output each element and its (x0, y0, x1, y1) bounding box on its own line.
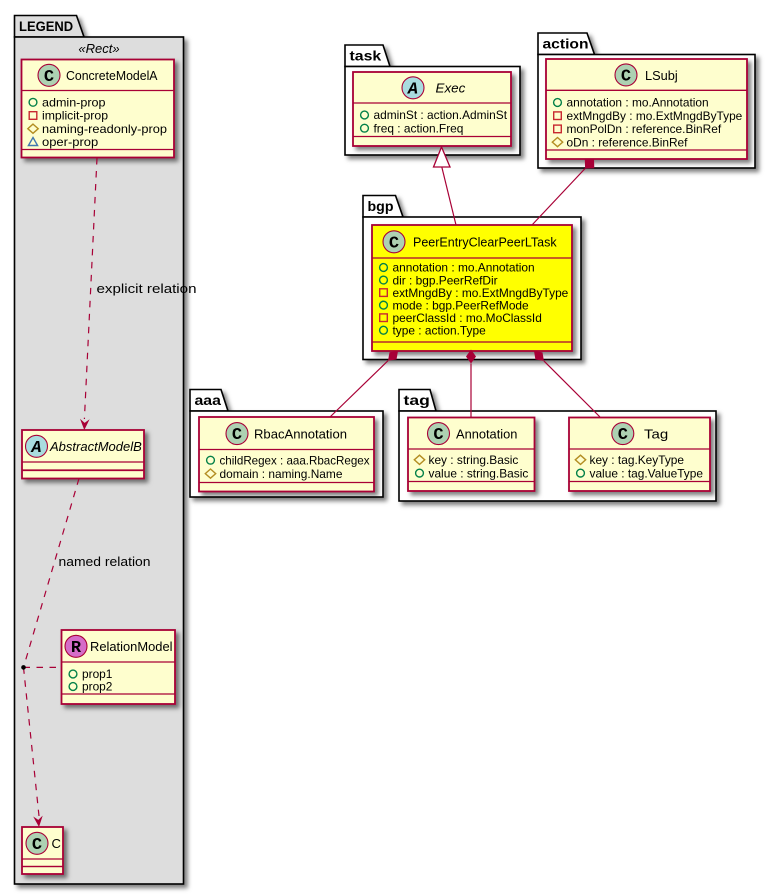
svg-text:monPolDn : reference.BinRef: monPolDn : reference.BinRef (567, 122, 722, 136)
svg-text:freq : action.Freq: freq : action.Freq (374, 121, 464, 135)
svg-text:task: task (350, 49, 382, 64)
svg-text:naming-readonly-prop: naming-readonly-prop (42, 122, 167, 136)
svg-text:«Rect»: «Rect» (78, 41, 119, 56)
svg-text:Tag: Tag (644, 426, 668, 441)
svg-text:key : string.Basic: key : string.Basic (429, 453, 519, 467)
svg-text:dir : bgp.PeerRefDir: dir : bgp.PeerRefDir (393, 273, 498, 287)
svg-text:C: C (621, 68, 631, 87)
svg-text:action: action (543, 37, 589, 52)
svg-text:Annotation: Annotation (456, 426, 517, 441)
svg-text:RbacAnnotation: RbacAnnotation (254, 426, 347, 441)
svg-text:oDn : reference.BinRef: oDn : reference.BinRef (567, 135, 689, 149)
svg-text:C: C (52, 836, 61, 851)
svg-text:aaa: aaa (195, 393, 222, 408)
svg-text:A: A (407, 80, 418, 99)
svg-text:Exec: Exec (436, 81, 466, 96)
svg-text:C: C (44, 68, 54, 87)
svg-text:value : tag.ValueType: value : tag.ValueType (590, 466, 704, 480)
svg-text:adminSt : action.AdminSt: adminSt : action.AdminSt (374, 108, 508, 122)
svg-text:C: C (389, 234, 399, 253)
svg-text:mode : bgp.PeerRefMode: mode : bgp.PeerRefMode (393, 298, 530, 312)
svg-text:domain : naming.Name: domain : naming.Name (220, 467, 343, 481)
svg-text:explicit relation: explicit relation (97, 281, 197, 296)
svg-text:AbstractModelB: AbstractModelB (49, 439, 142, 454)
svg-text:value : string.Basic: value : string.Basic (429, 466, 529, 480)
svg-text:C: C (618, 426, 628, 445)
svg-text:LEGEND: LEGEND (19, 19, 73, 34)
svg-text:childRegex : aaa.RbacRegex: childRegex : aaa.RbacRegex (220, 453, 370, 467)
svg-text:RelationModel: RelationModel (90, 639, 173, 654)
svg-text:annotation : mo.Annotation: annotation : mo.Annotation (393, 261, 535, 275)
svg-text:LSubj: LSubj (645, 68, 678, 83)
svg-text:C: C (433, 426, 443, 445)
svg-text:named relation: named relation (59, 554, 151, 569)
svg-text:bgp: bgp (368, 199, 394, 214)
svg-text:extMngdBy : mo.ExtMngdByType: extMngdBy : mo.ExtMngdByType (567, 109, 743, 123)
svg-text:prop1: prop1 (82, 667, 113, 681)
svg-text:type : action.Type: type : action.Type (393, 323, 487, 337)
svg-text:extMngdBy : mo.ExtMngdByType: extMngdBy : mo.ExtMngdByType (393, 286, 569, 300)
svg-text:C: C (232, 426, 242, 445)
svg-text:admin-prop: admin-prop (42, 96, 106, 110)
svg-text:oper-prop: oper-prop (42, 135, 99, 149)
svg-text:ConcreteModelA: ConcreteModelA (66, 68, 158, 83)
svg-text:prop2: prop2 (82, 680, 113, 694)
svg-text:C: C (32, 836, 42, 855)
svg-text:R: R (71, 639, 82, 658)
svg-text:tag: tag (404, 393, 430, 408)
svg-text:annotation : mo.Annotation: annotation : mo.Annotation (567, 96, 709, 110)
svg-text:peerClassId : mo.MoClassId: peerClassId : mo.MoClassId (393, 311, 542, 325)
svg-text:PeerEntryClearPeerLTask: PeerEntryClearPeerLTask (413, 235, 557, 250)
svg-text:A: A (30, 439, 41, 458)
svg-text:key : tag.KeyType: key : tag.KeyType (590, 453, 685, 467)
svg-text:implicit-prop: implicit-prop (42, 109, 108, 123)
